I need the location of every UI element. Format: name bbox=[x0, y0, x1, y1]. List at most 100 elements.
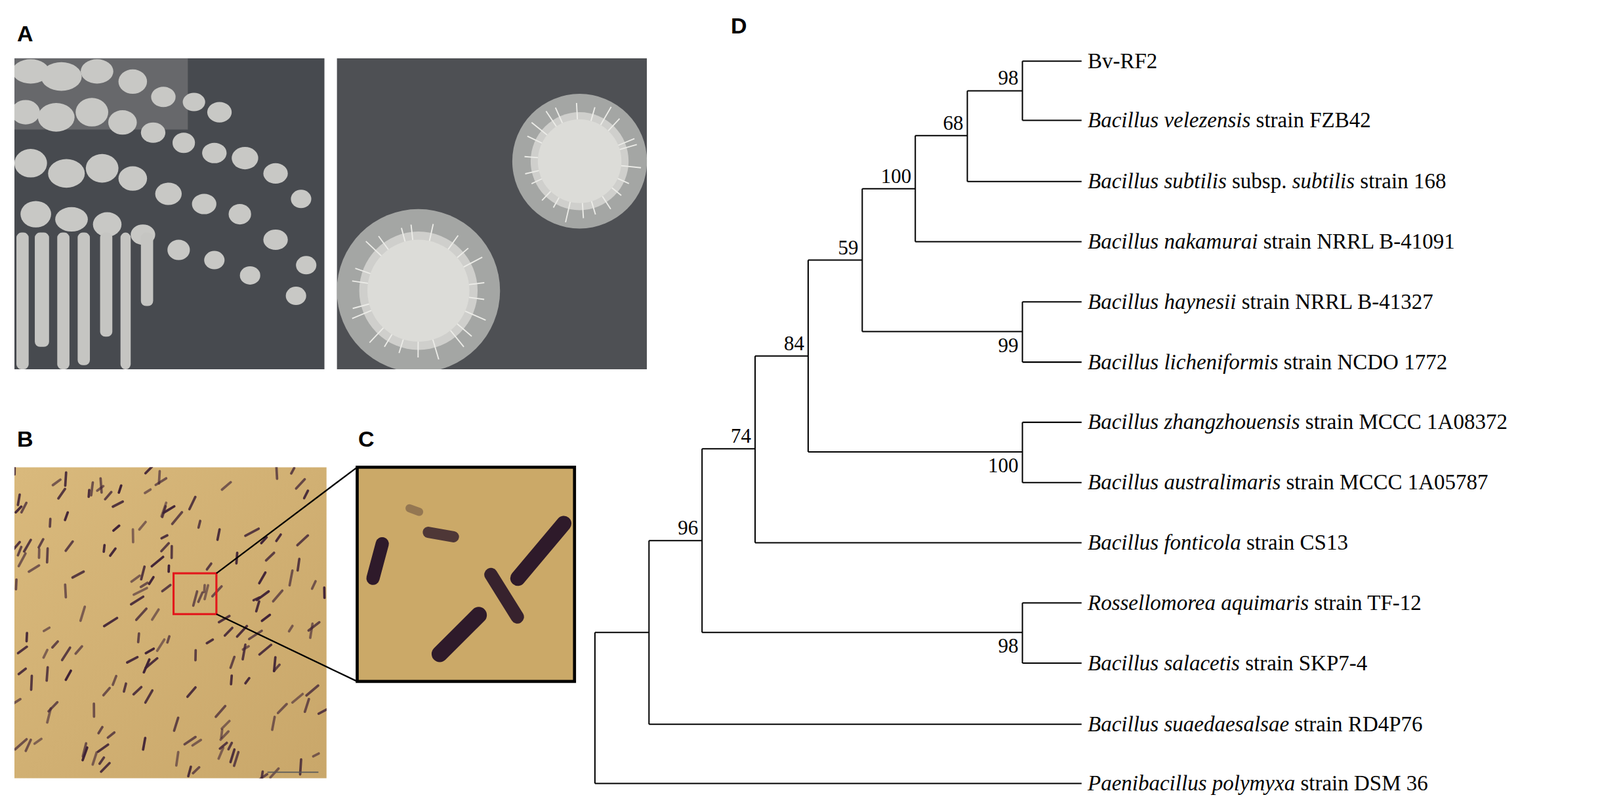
streak-line bbox=[141, 232, 154, 307]
colony-fringe bbox=[465, 310, 486, 321]
bacterial-cell bbox=[170, 546, 174, 559]
streak-line bbox=[16, 232, 29, 370]
colony-fringe bbox=[600, 106, 612, 126]
bacterial-cell bbox=[176, 752, 179, 766]
colony-fringe bbox=[527, 136, 542, 144]
bacterial-colony bbox=[192, 194, 217, 215]
bacterial-cell bbox=[133, 588, 147, 595]
colony-fringe bbox=[398, 339, 403, 354]
bacterial-cell bbox=[278, 703, 287, 714]
colony-fringe bbox=[618, 138, 636, 145]
bacterial-cell bbox=[17, 547, 21, 556]
bacterial-cell bbox=[318, 706, 327, 714]
bacterial-colony bbox=[85, 154, 119, 184]
bacterial-cell bbox=[206, 563, 211, 570]
colony-fringe bbox=[576, 102, 578, 120]
bacterial-cell bbox=[404, 503, 425, 517]
bacterial-colony bbox=[231, 146, 258, 170]
colony-fringe bbox=[531, 179, 542, 184]
bootstrap-value: 99 bbox=[998, 335, 1019, 356]
taxon-name: Bacillus nakamurai strain NRRL B-41091 bbox=[1087, 230, 1456, 253]
bacterial-cell bbox=[242, 644, 246, 660]
bacterial-cell bbox=[30, 675, 34, 690]
bacterial-cell bbox=[308, 622, 319, 632]
streak-line bbox=[34, 232, 50, 348]
bacterial-cell bbox=[289, 625, 293, 632]
colony-fringe bbox=[411, 225, 414, 241]
bacterial-colony bbox=[150, 86, 176, 107]
bacterial-cell bbox=[131, 529, 135, 542]
bacterial-cell bbox=[87, 490, 91, 497]
scale-bar bbox=[267, 771, 319, 773]
panel-letter: A bbox=[17, 22, 34, 45]
colony-fringe bbox=[525, 170, 540, 174]
bacterial-cell bbox=[101, 762, 110, 772]
bacterial-cell bbox=[75, 646, 83, 654]
bacterial-colony bbox=[286, 286, 307, 306]
bacterial-cell bbox=[230, 675, 232, 685]
bacterial-cell bbox=[161, 535, 168, 538]
bacterial-cell bbox=[312, 581, 316, 589]
micrograph-background bbox=[358, 468, 574, 681]
colony-halo bbox=[336, 209, 500, 370]
colony-fringe bbox=[369, 328, 384, 343]
taxon-name: Bacillus australimaris strain MCCC 1A057… bbox=[1087, 471, 1489, 494]
colony-fringe bbox=[608, 118, 620, 131]
bacterial-cell bbox=[167, 565, 170, 572]
colony-fringe bbox=[602, 196, 611, 210]
bacterial-cell bbox=[259, 644, 272, 655]
bacterial-cell bbox=[43, 627, 50, 632]
bacterial-cell bbox=[194, 650, 197, 660]
bacterial-cell bbox=[234, 752, 239, 767]
bacterial-cell bbox=[103, 688, 111, 696]
zoom-box bbox=[173, 573, 217, 615]
colony-fringe bbox=[469, 297, 485, 300]
bacterial-cell bbox=[110, 548, 116, 556]
bacterial-cell bbox=[99, 757, 104, 764]
bacterial-cell bbox=[261, 614, 270, 621]
bacterial-cell bbox=[38, 539, 44, 548]
colony-fringe bbox=[612, 187, 622, 196]
bacterial-cell bbox=[64, 584, 66, 597]
streak-line bbox=[57, 232, 70, 370]
bacterial-cell bbox=[64, 512, 68, 520]
bacterial-cell bbox=[306, 685, 319, 696]
bacterial-colony bbox=[263, 163, 288, 184]
bacterial-cell bbox=[65, 541, 73, 552]
bacterial-cell bbox=[204, 585, 208, 599]
bacterial-cell bbox=[58, 488, 65, 498]
zoom-line bbox=[216, 614, 358, 682]
taxon-name: Bacillus subtilis subsp. subtilis strain… bbox=[1087, 170, 1446, 193]
colony-fringe bbox=[448, 235, 458, 250]
bacterial-cell bbox=[34, 739, 42, 744]
bacterial-cell bbox=[312, 753, 319, 757]
bacterial-cell bbox=[98, 727, 103, 734]
bacterial-cell bbox=[65, 671, 71, 681]
bacterial-cell bbox=[141, 566, 145, 580]
bacterial-cell bbox=[62, 647, 71, 660]
bacterial-cell bbox=[221, 482, 231, 490]
bacterial-cell bbox=[136, 608, 147, 620]
bacterial-cell bbox=[100, 478, 102, 493]
bacterial-colony bbox=[204, 251, 225, 270]
bacterial-cell bbox=[164, 506, 175, 513]
bacterial-colony bbox=[47, 159, 85, 189]
bacterial-cell bbox=[53, 479, 61, 485]
bacterial-cell bbox=[221, 730, 223, 739]
bacterial-cell bbox=[257, 591, 269, 601]
bacterial-cell bbox=[289, 570, 292, 586]
bacterial-cell bbox=[297, 535, 308, 546]
bacterial-cell bbox=[276, 534, 281, 542]
bacterial-colony bbox=[172, 132, 195, 153]
bacterial-cell bbox=[270, 768, 279, 779]
bacterial-cell bbox=[225, 627, 233, 636]
bacterial-colony bbox=[207, 102, 232, 123]
bootstrap-value: 100 bbox=[987, 455, 1019, 476]
bacterial-cell bbox=[92, 752, 97, 765]
colony-fringe bbox=[450, 330, 464, 348]
bacterial-cell bbox=[198, 592, 203, 602]
bacterial-cell bbox=[52, 641, 58, 648]
bacterial-cell bbox=[113, 525, 120, 531]
taxon-name: Rossellomorea aquimaris strain TF-12 bbox=[1087, 592, 1422, 615]
bacterial-cell bbox=[291, 468, 294, 474]
